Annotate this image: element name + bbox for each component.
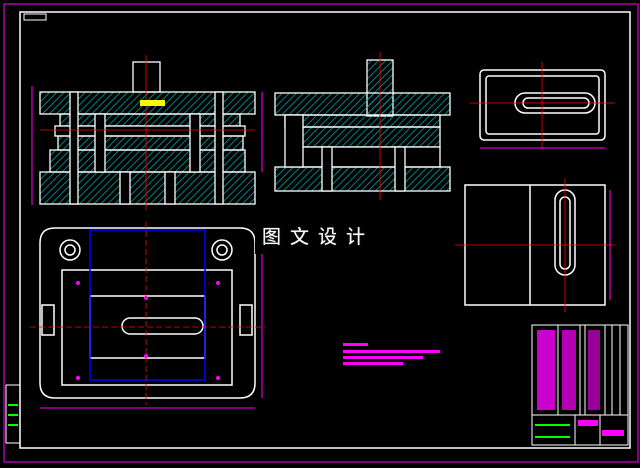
front-section-view [31, 55, 263, 210]
watermark-text: 图文设计 [262, 226, 375, 248]
corner-tag [23, 13, 47, 21]
side-section-view [274, 52, 451, 200]
outer-border [3, 3, 639, 463]
part-side-view [455, 178, 615, 312]
title-block [531, 324, 629, 446]
technical-notes [343, 343, 440, 365]
part-top-view [470, 62, 615, 150]
side-strip [5, 384, 21, 444]
plan-view [30, 222, 265, 409]
watermark-backdrop [255, 214, 395, 254]
drawing-frame [19, 11, 631, 449]
